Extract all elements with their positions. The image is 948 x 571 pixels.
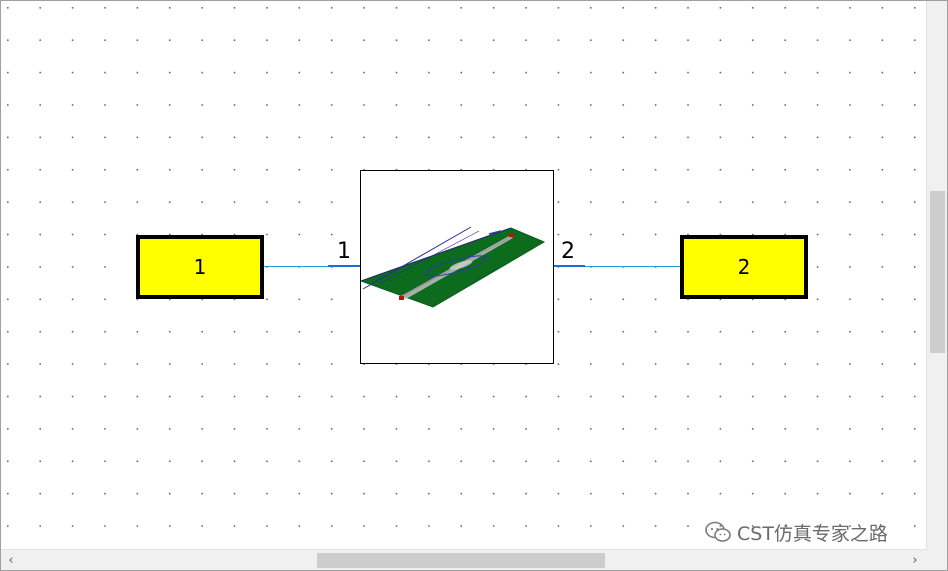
block-pin-1-label: 1 (337, 239, 351, 264)
vertical-scroll-thumb[interactable] (930, 191, 945, 353)
schematic-canvas[interactable]: 1 2 1 2 (1, 1, 927, 550)
wire-port1-to-block[interactable] (263, 266, 360, 267)
block-pin-2-label: 2 (561, 239, 575, 264)
wire-block-to-port2[interactable] (553, 266, 681, 267)
scroll-right-arrow-icon[interactable]: › (912, 552, 918, 568)
block-pin-1-stub[interactable] (328, 265, 360, 267)
microstrip-model-thumbnail (361, 226, 546, 308)
port-2[interactable]: 2 (680, 235, 808, 299)
port-2-label: 2 (737, 255, 751, 279)
mws-3d-block[interactable] (360, 170, 554, 364)
vertical-scrollbar[interactable] (926, 1, 947, 550)
port-1[interactable]: 1 (136, 235, 264, 299)
watermark-text: CST仿真专家之路 (737, 522, 888, 545)
watermark: CST仿真专家之路 (705, 517, 888, 547)
block-pin-2-stub[interactable] (553, 265, 585, 267)
scrollbar-corner (927, 550, 947, 570)
horizontal-scrollbar[interactable]: ‹ › (1, 549, 927, 570)
horizontal-scroll-thumb[interactable] (317, 553, 605, 568)
port-1-label: 1 (193, 255, 207, 279)
wechat-icon (705, 521, 731, 542)
scroll-left-arrow-icon[interactable]: ‹ (8, 552, 14, 568)
